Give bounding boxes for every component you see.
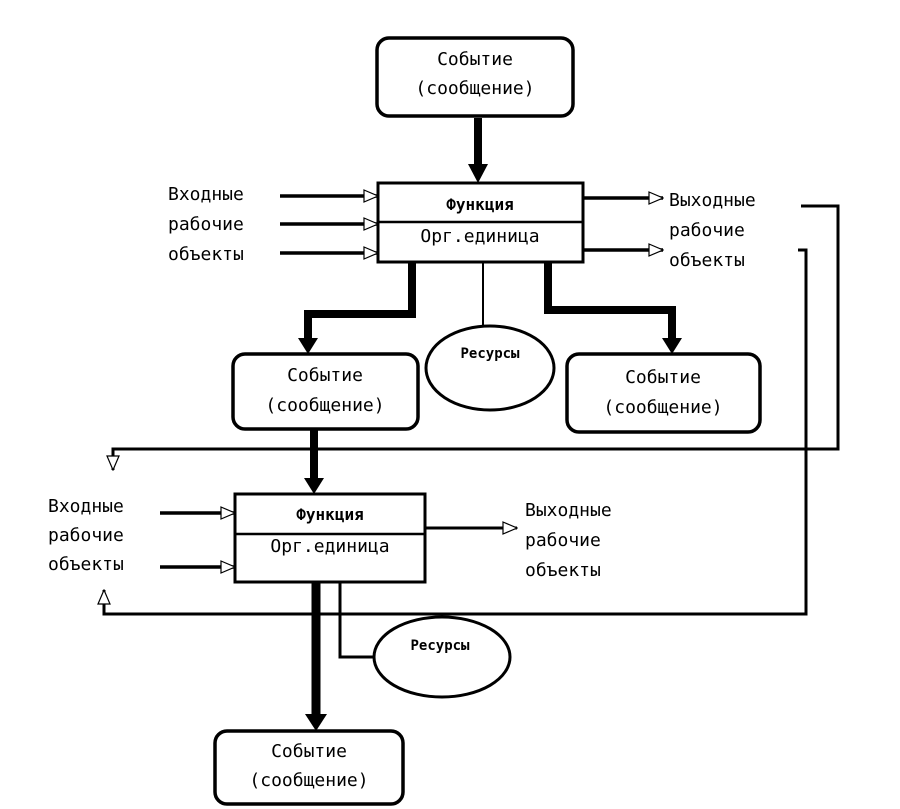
resource-2-link	[338, 582, 376, 659]
resources-1: Ресурсы	[424, 324, 556, 412]
event-top-line1: Событие	[437, 49, 513, 70]
org-unit-1-label: Орг.единица	[420, 226, 539, 247]
arrowhead-event-right	[662, 338, 682, 354]
input-1-line3: объекты	[168, 244, 244, 265]
resources-2: Ресурсы	[372, 615, 512, 699]
inputs-2: Входные рабочие объекты	[48, 496, 235, 575]
output-2-line2: рабочие	[525, 530, 601, 551]
event-middle-right-line1: Событие	[625, 367, 701, 388]
outputs-1: Выходные рабочие объекты	[583, 190, 756, 271]
output-2-line3: объекты	[525, 560, 601, 581]
arrowhead-function-2-top	[304, 478, 324, 494]
function-1-label: Функция	[446, 195, 513, 214]
event-middle-right: Событие (сообщение)	[565, 352, 762, 434]
arrowhead-event-bottom	[305, 714, 327, 731]
feedback-loop-outer	[113, 204, 840, 470]
resources-2-label: Ресурсы	[410, 638, 470, 654]
function-box-1: Функция Орг.единица	[376, 181, 585, 264]
output-1-line1: Выходные	[669, 190, 756, 211]
event-middle-right-line2: (сообщение)	[603, 397, 722, 418]
resources-1-label: Ресурсы	[460, 346, 520, 362]
function-box-2: Функция Орг.единица	[233, 492, 427, 584]
event-top-line2: (сообщение)	[415, 78, 534, 99]
output-2-line1: Выходные	[525, 500, 612, 521]
output-1-line2: рабочие	[669, 220, 745, 241]
function-2-label: Функция	[296, 505, 363, 524]
input-1-line2: рабочие	[168, 214, 244, 235]
arrowhead-event-left	[298, 338, 318, 354]
input-2-line2: рабочие	[48, 525, 124, 546]
input-2-line1: Входные	[48, 496, 124, 517]
event-top: Событие (сообщение)	[375, 36, 575, 118]
org-unit-2-label: Орг.единица	[270, 536, 389, 557]
output-1-line3: объекты	[669, 250, 745, 271]
feedback-loop-inner	[104, 248, 808, 616]
arrowhead-function-1-top	[468, 164, 488, 183]
event-middle-left: Событие (сообщение)	[231, 352, 420, 431]
event-middle-left-line1: Событие	[287, 365, 363, 386]
event-bottom-line2: (сообщение)	[249, 770, 368, 791]
flow-function-1-to-event-right	[544, 262, 676, 340]
inputs-1: Входные рабочие объекты	[168, 184, 378, 265]
event-bottom: Событие (сообщение)	[213, 729, 405, 806]
flow-function-1-to-event-left	[304, 262, 416, 340]
event-bottom-line1: Событие	[271, 741, 347, 762]
outputs-2: Выходные рабочие объекты	[425, 500, 612, 581]
input-1-line1: Входные	[168, 184, 244, 205]
input-2-line3: объекты	[48, 554, 124, 575]
event-middle-left-line2: (сообщение)	[265, 395, 384, 416]
